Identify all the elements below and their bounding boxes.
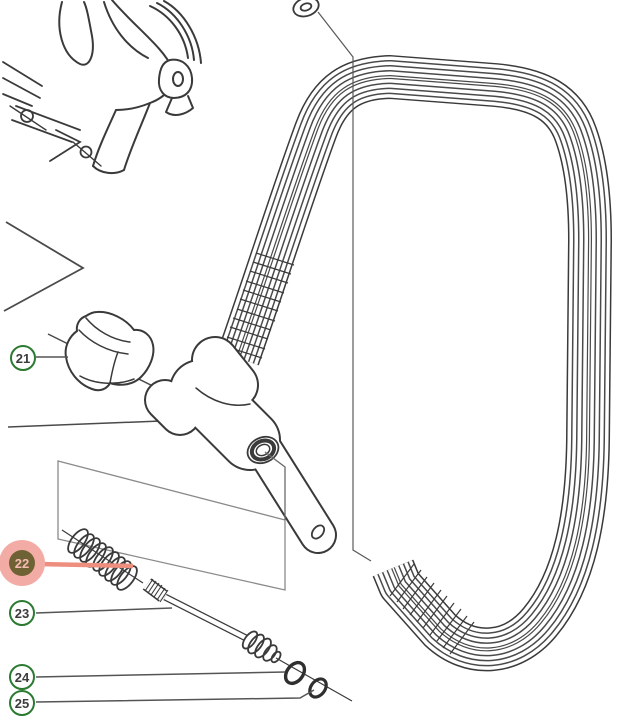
screw-part bbox=[142, 578, 353, 702]
boss-leader-line bbox=[264, 451, 286, 520]
body-bottom-cap bbox=[92, 165, 125, 175]
washer-25 bbox=[308, 677, 328, 699]
callout-21[interactable]: 21 bbox=[10, 345, 36, 371]
left-spokes bbox=[2, 61, 43, 107]
callout-22-highlighted[interactable]: 22 bbox=[0, 540, 45, 586]
screw-axis-line bbox=[275, 657, 353, 702]
cylinder-inner-line bbox=[103, 1, 149, 59]
handle-bracket-molding bbox=[144, 336, 337, 554]
assembly-line-horizontal bbox=[7, 419, 187, 428]
leader-25 bbox=[35, 689, 315, 703]
washer-24 bbox=[283, 660, 307, 686]
callout-22-label: 22 bbox=[14, 555, 30, 571]
clamp-ear-loop bbox=[58, 1, 94, 66]
clamp-lug bbox=[157, 58, 194, 100]
callout-24[interactable]: 24 bbox=[9, 664, 35, 690]
bracket-boss-outer bbox=[246, 435, 280, 465]
bolt-axis-a bbox=[9, 105, 47, 131]
leader-23 bbox=[35, 607, 173, 614]
leader-24 bbox=[35, 671, 286, 678]
callout-22-disc: 22 bbox=[9, 550, 35, 576]
bracket-arm-hole bbox=[310, 524, 326, 540]
spring-part bbox=[61, 528, 144, 591]
chevron-lines bbox=[3, 221, 85, 312]
callout-25-label: 25 bbox=[14, 695, 30, 711]
molding-seam-line bbox=[195, 387, 251, 406]
clamp-band-arc bbox=[156, 2, 195, 61]
handle-loop-tube bbox=[217, 55, 612, 672]
wedge-bracket bbox=[49, 129, 82, 162]
detail-box bbox=[57, 460, 286, 591]
rear-grip-hatch bbox=[389, 563, 475, 655]
callout-23[interactable]: 23 bbox=[9, 600, 35, 626]
clamp-band-arc bbox=[163, 0, 202, 64]
callout-24-label: 24 bbox=[14, 669, 30, 685]
callout-leader-lines bbox=[35, 356, 315, 703]
body-bottom-left bbox=[92, 109, 117, 167]
front-grip-hatch bbox=[223, 252, 295, 359]
grommet-leader-line bbox=[317, 11, 372, 562]
handle-cover-part bbox=[64, 310, 155, 392]
bracket-boss-ring bbox=[249, 438, 277, 462]
engine-clamp-assembly bbox=[2, 0, 202, 175]
bolt-axis-b bbox=[72, 141, 102, 167]
clamp-band-arc bbox=[149, 5, 189, 59]
callout-23-label: 23 bbox=[14, 605, 30, 621]
bolt-head-b bbox=[79, 145, 93, 159]
top-grommet-ring bbox=[292, 0, 320, 18]
callout-25[interactable]: 25 bbox=[9, 690, 35, 716]
body-bottom-right bbox=[123, 102, 151, 171]
bolt-head-a bbox=[20, 109, 34, 123]
leader-22-highlighted bbox=[37, 561, 134, 569]
lug-hole bbox=[172, 71, 184, 87]
lug-legs bbox=[165, 95, 194, 116]
callout-21-label: 21 bbox=[15, 350, 31, 366]
bracket-boss-inner bbox=[255, 443, 271, 457]
